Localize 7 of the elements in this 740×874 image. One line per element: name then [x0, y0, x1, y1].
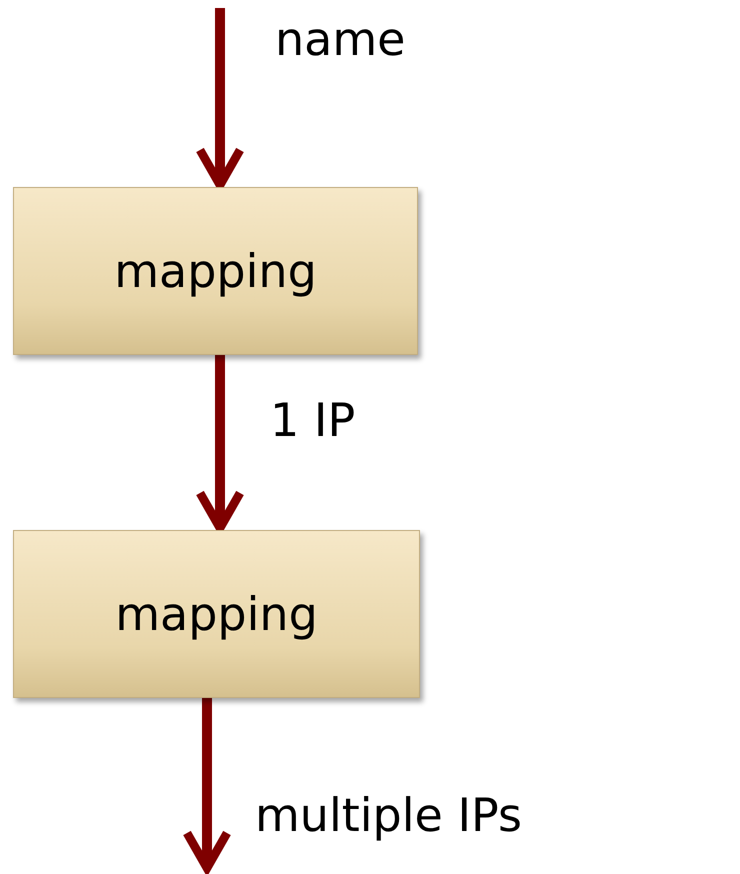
arrow — [182, 698, 232, 872]
arrow — [196, 355, 244, 532]
box-label: mapping — [115, 587, 318, 641]
box-label: mapping — [114, 244, 317, 298]
process-box — [13, 187, 418, 355]
process-box — [13, 530, 420, 698]
arrow — [196, 8, 244, 190]
